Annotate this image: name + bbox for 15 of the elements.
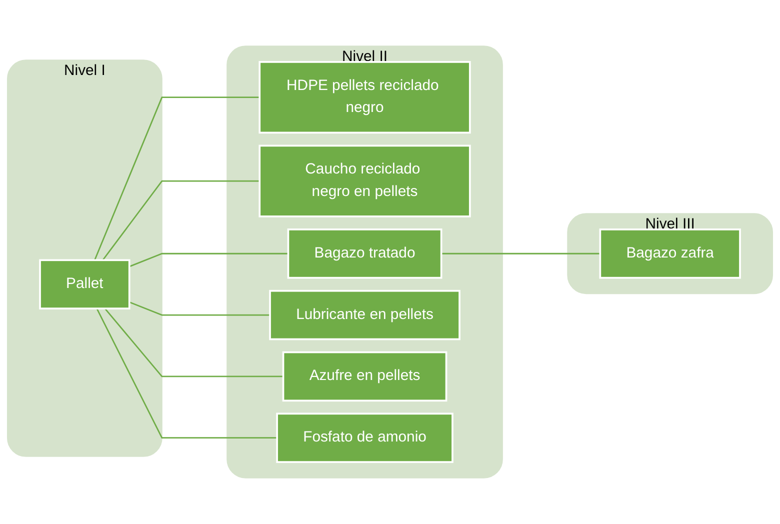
node-box: Fosfato de amonio bbox=[276, 412, 454, 463]
node-box: Bagazo zafra bbox=[599, 228, 741, 279]
node-box: Bagazo tratado bbox=[287, 228, 442, 279]
connector bbox=[94, 96, 260, 260]
connector bbox=[102, 180, 260, 261]
connector bbox=[96, 308, 278, 439]
node-box: Lubricante en pellets bbox=[269, 290, 460, 340]
node-box: HDPE pellets reciclado negro bbox=[258, 61, 471, 134]
connector bbox=[129, 301, 270, 316]
node-box: Azufre en pellets bbox=[282, 351, 448, 402]
connector bbox=[129, 252, 288, 268]
node-box: Pallet bbox=[39, 259, 130, 310]
connector bbox=[441, 252, 600, 254]
connector bbox=[104, 308, 284, 378]
node-box: Caucho reciclado negro en pellets bbox=[258, 144, 471, 218]
